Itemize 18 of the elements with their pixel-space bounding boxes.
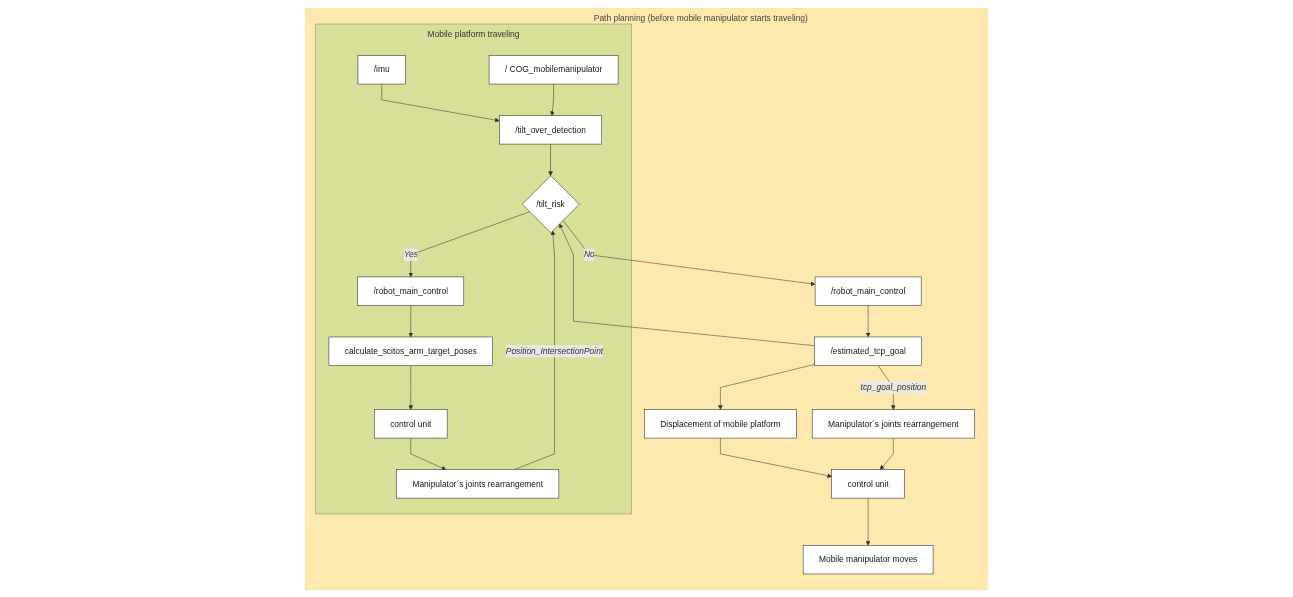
node-box: Manipulator´s joints rearrangement bbox=[812, 408, 975, 438]
node-box: /imu bbox=[357, 54, 406, 84]
node-box: /tilt_over_detection bbox=[499, 114, 603, 144]
node-diamond: /tilt_risk bbox=[522, 174, 580, 233]
node-box: Manipulator´s joints rearrangement bbox=[396, 468, 560, 498]
node-box: control unit bbox=[831, 468, 905, 498]
node-box: /robot_main_control bbox=[357, 276, 465, 306]
node-box: calculate_scitos_arm_target_poses bbox=[328, 336, 493, 366]
node-box: Displacement of mobile platform bbox=[644, 408, 797, 438]
node-box: /estimated_tcp_goal bbox=[814, 336, 922, 366]
edge-label: tcp_goal_position bbox=[860, 382, 927, 392]
node-box: / COG_mobilemanipulator bbox=[488, 54, 619, 84]
edge-label: Position_IntersectionPoint bbox=[505, 345, 604, 355]
edge-label: Yes bbox=[403, 249, 418, 259]
node-box: /robot_main_control bbox=[814, 276, 922, 306]
node-box: control unit bbox=[374, 408, 448, 438]
edge-label: No bbox=[584, 249, 595, 259]
node-box: Mobile manipulator moves bbox=[802, 544, 934, 574]
